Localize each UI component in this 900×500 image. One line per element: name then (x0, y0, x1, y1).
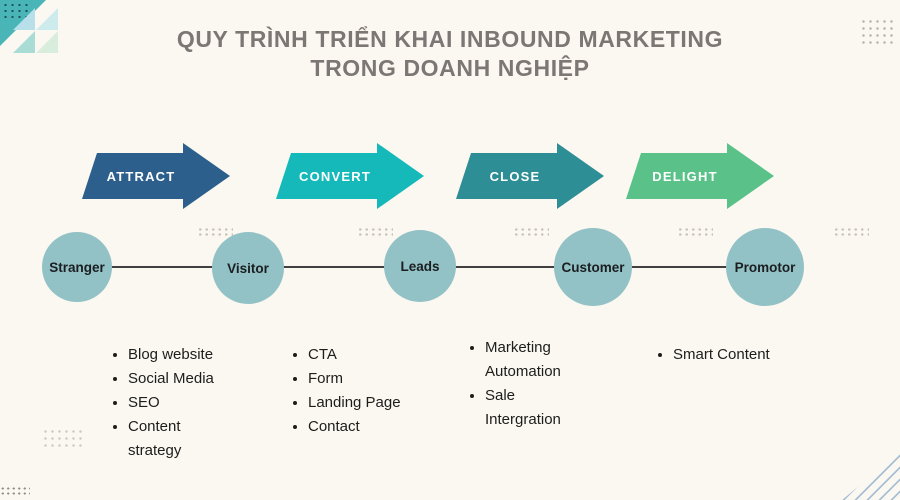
diagonal-stripes-decoration (842, 452, 900, 500)
corner-dot-grid-decoration (2, 2, 28, 18)
tactic-item: Blog website (110, 343, 233, 367)
arrow-polygon (276, 143, 424, 209)
tactic-item: Form (290, 367, 420, 391)
tactic-item: Social Media (110, 367, 233, 391)
tactics-list-delight: Smart Content (655, 343, 795, 367)
persona-circle-customer: Customer (554, 228, 632, 306)
dot-grid-decoration (677, 227, 713, 237)
persona-label: Customer (561, 259, 625, 275)
arrow-shape-icon (456, 143, 604, 209)
arrow-polygon (456, 143, 604, 209)
tactic-item: CTA (290, 343, 420, 367)
tactic-item: Landing Page (290, 391, 420, 415)
persona-label: Stranger (49, 259, 105, 275)
tactic-item: Smart Content (655, 343, 795, 367)
persona-label: Visitor (227, 260, 269, 276)
tactic-item: Contact (290, 415, 420, 439)
persona-circle-visitor: Visitor (212, 232, 284, 304)
arrow-shape-icon (276, 143, 424, 209)
stage-arrow-close: CLOSE (456, 143, 606, 209)
stage-label-convert: CONVERT (299, 168, 371, 184)
persona-circle-promotor: Promotor (726, 228, 804, 306)
stage-arrow-delight: DELIGHT (626, 143, 776, 209)
persona-circle-stranger: Stranger (42, 232, 112, 302)
persona-circle-leads: Leads (384, 230, 456, 302)
dot-grid-decoration (513, 227, 549, 237)
persona-label: Leads (400, 258, 440, 274)
tactic-item: Content strategy (110, 415, 233, 463)
tactic-item: SEO (110, 391, 233, 415)
dot-grid-decoration (42, 428, 84, 450)
persona-label: Promotor (734, 259, 796, 275)
arrow-shape-icon (626, 143, 774, 209)
stage-label-attract: ATTRACT (106, 168, 176, 184)
dot-grid-decoration (197, 227, 233, 237)
stage-label-close: CLOSE (489, 168, 541, 184)
dot-grid-decoration (357, 227, 393, 237)
page-title: QUY TRÌNH TRIỂN KHAI INBOUND MARKETING T… (0, 25, 900, 83)
stage-arrow-convert: CONVERT (276, 143, 426, 209)
dot-grid-decoration (833, 227, 869, 237)
stage-label-delight: DELIGHT (652, 168, 718, 184)
arrow-polygon (82, 143, 230, 209)
dot-grid-decoration (0, 486, 30, 496)
stage-arrow-attract: ATTRACT (82, 143, 232, 209)
arrow-polygon (626, 143, 774, 209)
tactic-item: Sale Intergration (467, 384, 595, 432)
page-title-line1: QUY TRÌNH TRIỂN KHAI INBOUND MARKETING (176, 26, 724, 52)
tactic-item: Marketing Automation (467, 336, 595, 384)
page-title-line2: TRONG DOANH NGHIỆP (310, 55, 590, 81)
arrow-shape-icon (82, 143, 230, 209)
